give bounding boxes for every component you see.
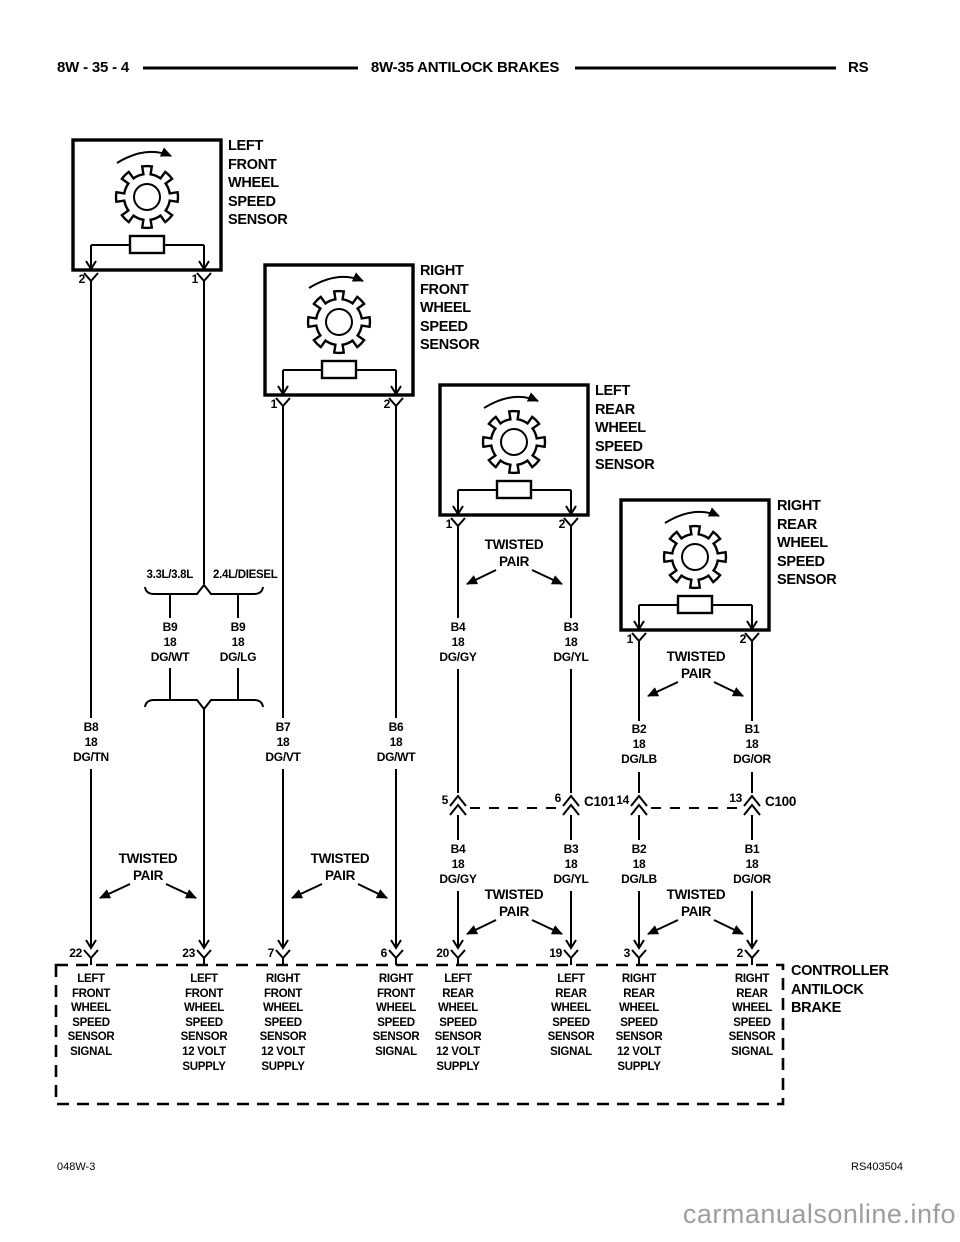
ctrl-pin-20: 20 [436,946,449,960]
twisted-pair-lf: TWISTED PAIR [118,851,178,883]
ctrl-pin-22: 22 [69,946,82,960]
wire-b3-lower: B3 18 DG/YL [553,842,589,886]
left-front-sensor-icon [73,140,221,290]
wire-b9-dgwt: B9 18 DG/WT [150,620,190,664]
ctrl-pin-7: 7 [267,946,275,960]
c101-pin-5: 5 [441,793,449,807]
wires [90,290,753,947]
page-title: 8W-35 ANTILOCK BRAKES [370,59,560,76]
engine-variant-left: 3.3L/3.8L [146,569,193,581]
rr-pin-right: 2 [739,632,747,646]
twisted-pair-rr-top: TWISTED PAIR [666,649,726,681]
twisted-pair-rr-bot: TWISTED PAIR [666,887,726,919]
controller-label: CONTROLLER ANTILOCK BRAKE [791,963,889,1016]
drawing-code: RS403504 [851,1161,903,1173]
controller-pin-terminals [83,939,760,965]
wire-b4-lower: B4 18 DG/GY [439,842,477,886]
twisted-pair-arrows [99,569,744,935]
lf-pin-right: 1 [191,272,199,286]
connector-c100-symbols [630,794,761,816]
rr-pin-left: 1 [626,632,634,646]
rf-pin-left: 1 [270,397,278,411]
engine-variant-right: 2.4L/DIESEL [213,569,278,581]
engine-splice-braces [144,583,264,711]
connector-c101-name: C101 [584,794,616,809]
ctrl-pin-22-label: LEFT FRONT WHEEL SPEED SENSOR SIGNAL [67,973,115,1058]
sheet-code: 048W-3 [57,1161,96,1173]
connector-c100-name: C100 [765,794,797,809]
right-front-sensor-label: RIGHT FRONT WHEEL SPEED SENSOR [420,263,480,354]
ctrl-pin-19-label: LEFT REAR WHEEL SPEED SENSOR SIGNAL [547,973,595,1058]
left-front-sensor-label: LEFT FRONT WHEEL SPEED SENSOR [228,138,288,229]
twisted-pair-rf: TWISTED PAIR [310,851,370,883]
lr-pin-right: 2 [558,517,566,531]
ctrl-pin-23-label: LEFT FRONT WHEEL SPEED SENSOR 12 VOLT SU… [180,973,228,1073]
wire-b3-upper: B3 18 DG/YL [553,620,589,664]
connector-c101-symbols [449,794,580,816]
ctrl-pin-23: 23 [182,946,195,960]
ctrl-pin-3-label: RIGHT REAR WHEEL SPEED SENSOR 12 VOLT SU… [615,973,663,1073]
ctrl-pin-7-label: RIGHT FRONT WHEEL SPEED SENSOR 12 VOLT S… [259,973,307,1073]
wire-b4-upper: B4 18 DG/GY [439,620,477,664]
wire-b1-lower: B1 18 DG/OR [733,842,771,886]
lr-pin-left: 1 [445,517,453,531]
ctrl-pin-6: 6 [380,946,388,960]
ctrl-pin-2: 2 [736,946,744,960]
wire-b7: B7 18 DG/VT [265,720,301,764]
right-rear-sensor-label: RIGHT REAR WHEEL SPEED SENSOR [777,498,837,589]
ctrl-pin-6-label: RIGHT FRONT WHEEL SPEED SENSOR SIGNAL [372,973,420,1058]
left-rear-sensor-label: LEFT REAR WHEEL SPEED SENSOR [595,383,655,474]
wire-b2-upper: B2 18 DG/LB [621,722,657,766]
c100-pin-13: 13 [729,791,742,805]
ctrl-pin-19: 19 [549,946,562,960]
c100-pin-14: 14 [616,793,629,807]
right-front-sensor-icon [265,265,413,415]
model-code: RS [848,59,869,76]
ctrl-pin-2-label: RIGHT REAR WHEEL SPEED SENSOR SIGNAL [728,973,776,1058]
c101-pin-6: 6 [554,791,562,805]
page-ref: 8W - 35 - 4 [57,59,129,76]
wire-b1-upper: B1 18 DG/OR [733,722,771,766]
twisted-pair-lr-bot: TWISTED PAIR [484,887,544,919]
wire-b9-dglg: B9 18 DG/LG [219,620,257,664]
ctrl-pin-3: 3 [623,946,631,960]
rf-pin-right: 2 [383,397,391,411]
wire-b8: B8 18 DG/TN [73,720,109,764]
ctrl-pin-20-label: LEFT REAR WHEEL SPEED SENSOR 12 VOLT SUP… [434,973,482,1073]
right-rear-sensor-icon [621,500,769,650]
left-rear-sensor-icon [440,385,588,535]
lf-pin-left: 2 [78,272,86,286]
wire-b2-lower: B2 18 DG/LB [621,842,657,886]
controller-box [54,963,785,1106]
watermark: carmanualsonline.info [682,1199,956,1229]
twisted-pair-lr-top: TWISTED PAIR [484,537,544,569]
wire-b6: B6 18 DG/WT [376,720,416,764]
